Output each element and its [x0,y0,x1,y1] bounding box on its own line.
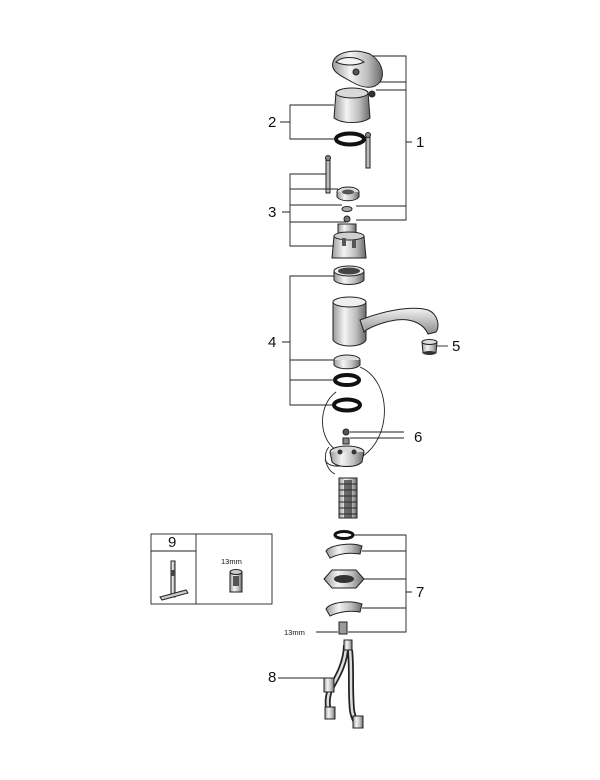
mounting-set [323,530,365,635]
callout-6: 6 [414,429,422,446]
faucet-body-spout [332,296,439,347]
set-screw [368,90,376,98]
callout-3: 3 [268,204,276,221]
base-flange [329,445,365,467]
hex-key-tool-icon [159,560,189,601]
lever-handle [332,50,383,88]
base-screw [342,428,350,445]
top-ring [333,265,365,285]
cartridge-pins [325,132,371,194]
supply-hoses [323,639,364,729]
curved-hose-guides [322,366,385,475]
callout-1: 1 [416,134,424,151]
spacer-ring [341,206,353,223]
callout-5: 5 [452,338,460,355]
callout-2: 2 [268,114,276,131]
cartridge [331,223,367,259]
wrench-size-label: 13mm [221,557,242,566]
o-ring-2 [334,131,366,147]
callout-leader-lines [278,55,448,679]
callout-9: 9 [168,534,176,551]
socket-wrench-icon [229,569,243,593]
nut-size-label: 13mm [284,628,305,637]
aerator [421,339,438,355]
callout-4: 4 [268,334,276,351]
callout-8: 8 [268,669,276,686]
threaded-shank [338,477,358,519]
retaining-nut [336,186,360,202]
lower-rings [332,354,362,413]
cover-cap [333,87,371,123]
callout-7: 7 [416,584,424,601]
